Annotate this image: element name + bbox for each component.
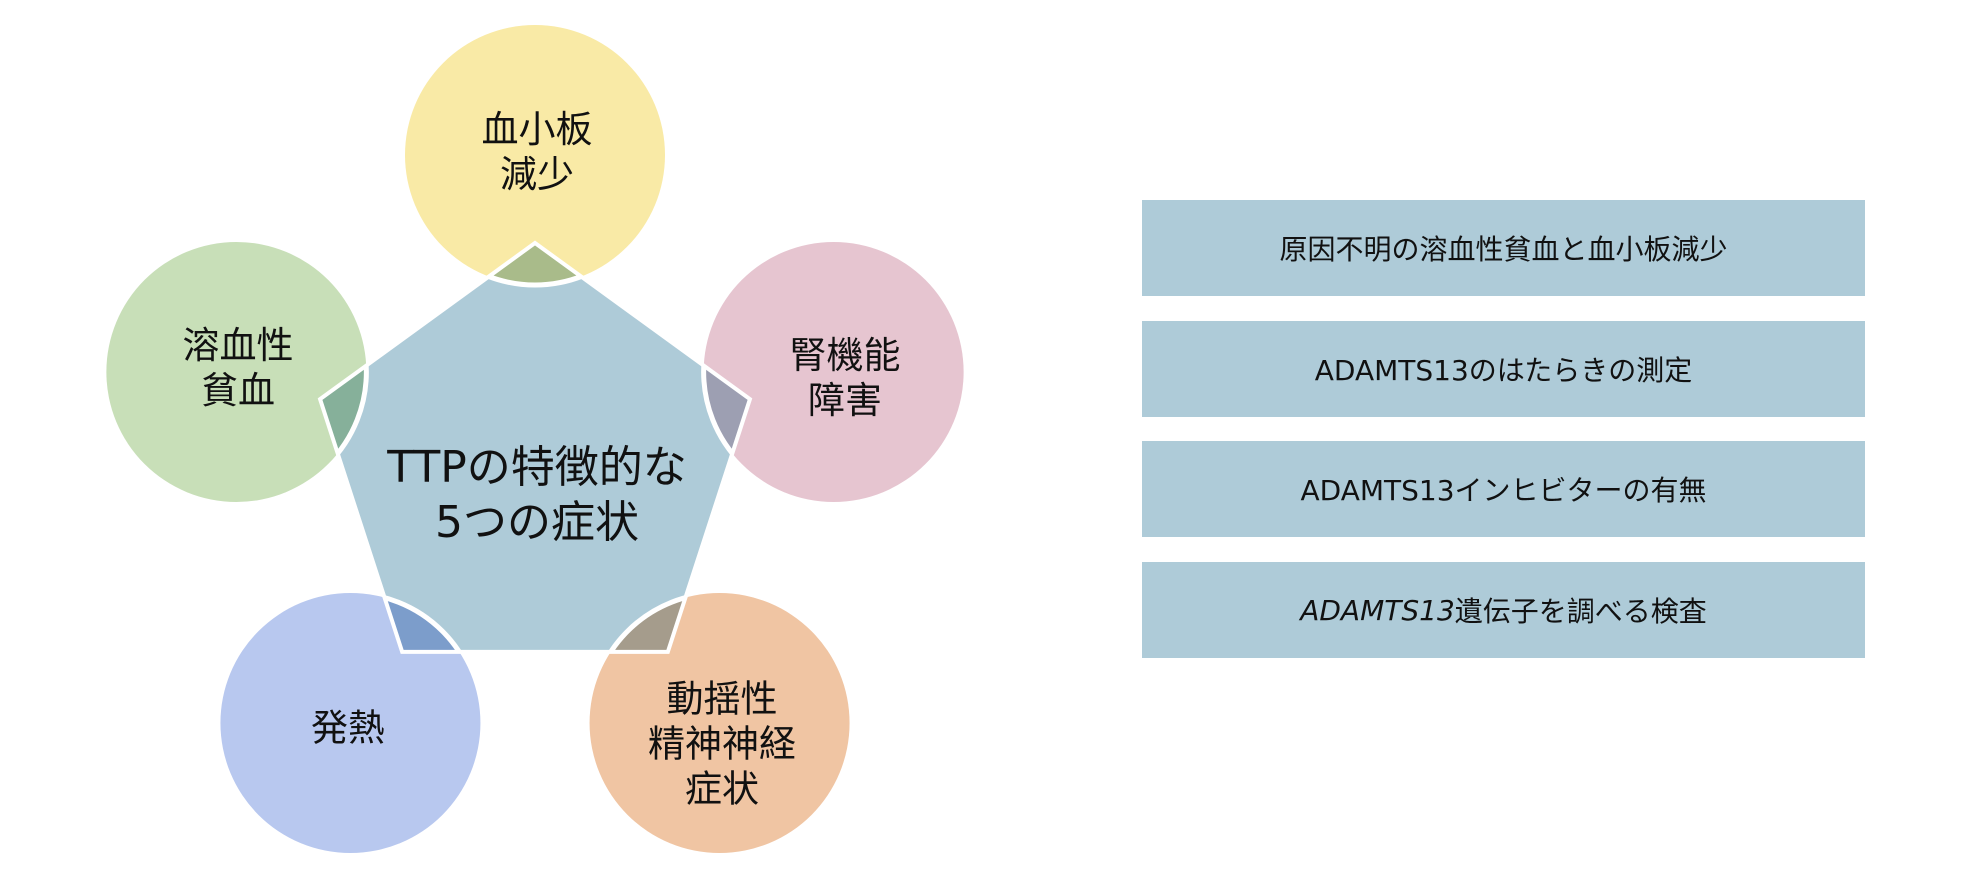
- gene-name: ADAMTS13: [1300, 593, 1455, 627]
- test-text: 遺伝子を調べる検査: [1454, 595, 1707, 628]
- overlap-thrombocytopenia: [402, 243, 668, 288]
- symptom-circle-fever: [220, 593, 481, 854]
- center-pentagon: [320, 243, 750, 652]
- symptom-circle-hemolytic-anemia: [106, 241, 367, 502]
- test-box-3: ADAMTS13インヒビターの有無: [1142, 441, 1865, 537]
- symptom-label-renal-dysfunction: 腎機能 障害: [789, 333, 901, 422]
- symptom-label-thrombocytopenia: 血小板 減少: [481, 107, 593, 196]
- symptom-label-neuro-symptoms: 動揺性 精神神経 症状: [648, 677, 796, 811]
- symptom-circle-renal-dysfunction: [703, 241, 964, 502]
- test-box-1: 原因不明の溶血性貧血と血小板減少: [1142, 200, 1865, 296]
- test-text: ADAMTS13のはたらきの測定: [1314, 354, 1693, 387]
- test-text: 原因不明の溶血性貧血と血小板減少: [1279, 233, 1728, 266]
- center-label: TTPの特徴的な 5つの症状: [387, 442, 687, 548]
- test-box-2: ADAMTS13のはたらきの測定: [1142, 321, 1865, 417]
- symptom-circle-neuro-symptoms: [589, 593, 850, 854]
- overlap-hemolytic-anemia: [320, 243, 369, 505]
- symptom-circle-thrombocytopenia: [405, 25, 665, 285]
- overlap-renal-dysfunction: [701, 243, 750, 505]
- pentagon-outline: [317, 240, 753, 654]
- symptom-label-hemolytic-anemia: 溶血性 貧血: [182, 323, 294, 412]
- test-text: ADAMTS13インヒビターの有無: [1300, 474, 1707, 507]
- symptom-label-fever: 発熱: [311, 706, 385, 750]
